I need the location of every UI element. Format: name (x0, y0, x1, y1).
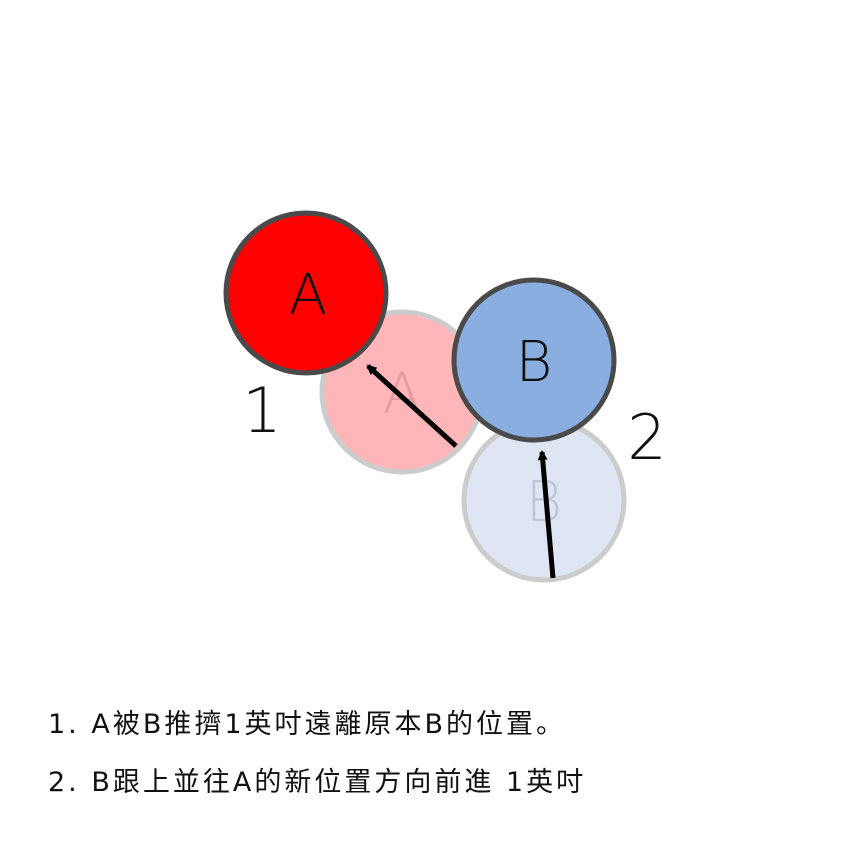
circle-b-new-shape (451, 277, 617, 443)
arrow-b-follow (537, 450, 556, 579)
step-number-1: 1 (242, 374, 281, 447)
caption-step-2: 2. B跟上並往A的新位置方向前進 1英吋 (48, 767, 587, 798)
circle-a-new-label: A (289, 263, 327, 328)
step-number-2: 2 (627, 401, 666, 474)
caption-step-1: 1. A被B推擠1英吋遠離原本B的位置。 (48, 709, 567, 740)
circle-b-new: B (451, 277, 617, 443)
arrow-a-push (366, 364, 458, 448)
circle-a-new: A (223, 210, 389, 376)
circle-b-new-label: B (516, 330, 553, 395)
circle-a-new-shape (223, 210, 389, 376)
